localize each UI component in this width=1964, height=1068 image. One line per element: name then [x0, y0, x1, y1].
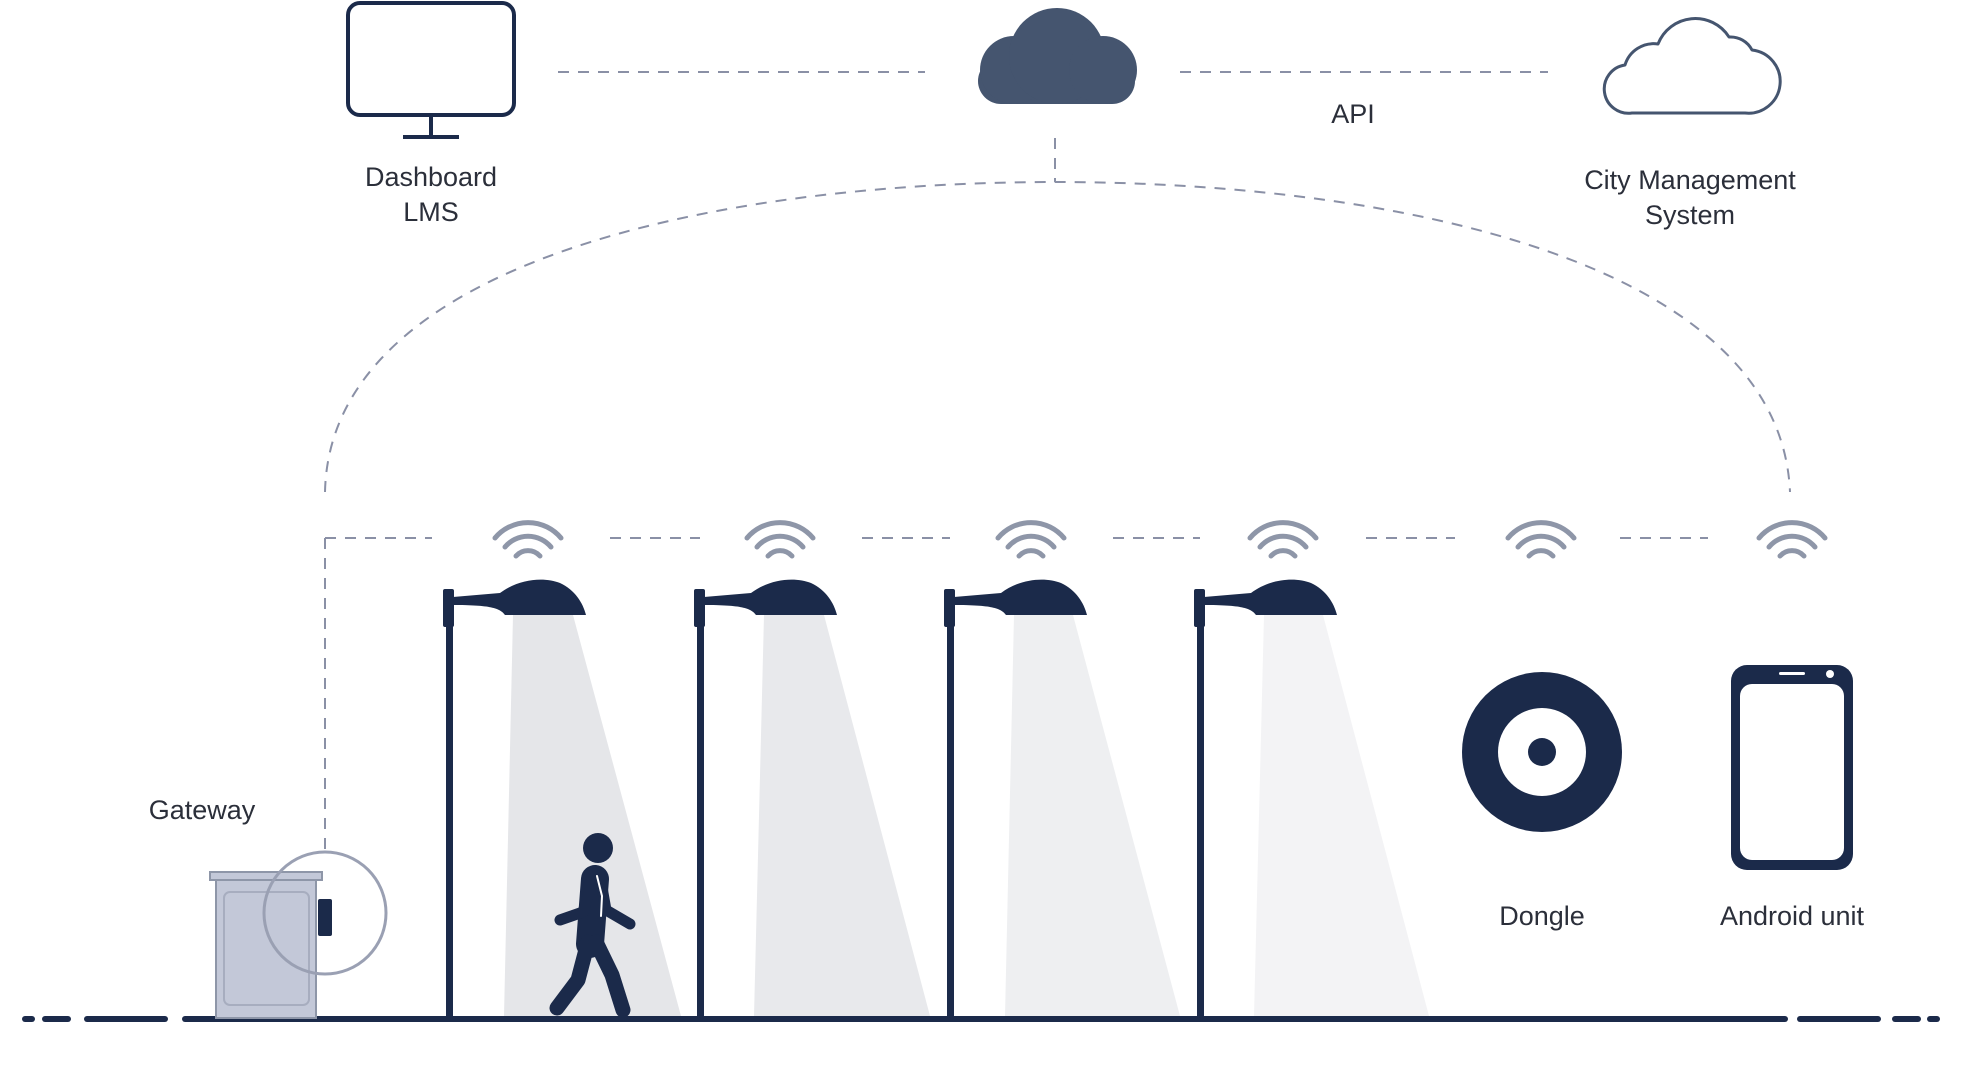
- dashboard-label: Dashboard LMS: [331, 160, 531, 230]
- monitor-icon: [346, 1, 516, 139]
- wireless-signals: [495, 523, 1825, 556]
- streetlight-icon: [944, 579, 1087, 1019]
- cloud-connections: [324, 71, 1791, 493]
- dongle-icon: [1462, 672, 1622, 832]
- pedestrian-icon: [549, 833, 636, 1018]
- smartphone-icon: [1731, 665, 1853, 870]
- city-management-label-line1: City Management: [1584, 165, 1796, 195]
- wireless-signal-icon: [495, 523, 561, 556]
- dashboard-label-line1: Dashboard: [364, 162, 498, 192]
- light-beams: [504, 615, 1429, 1016]
- wireless-signal-icon: [998, 523, 1064, 556]
- gateway-label: Gateway: [148, 795, 256, 825]
- cloud-icon: [978, 8, 1137, 104]
- wireless-signal-icon: [1759, 523, 1825, 556]
- light-beam: [1254, 615, 1429, 1016]
- wireless-signal-icon: [747, 523, 813, 556]
- network-arch: [324, 180, 1791, 493]
- dashboard-label-line2: LMS: [403, 197, 459, 227]
- api-label: API: [1331, 99, 1375, 129]
- gateway-links: [324, 537, 1708, 850]
- light-beam: [754, 615, 930, 1016]
- streetlight-icon: [1194, 579, 1337, 1019]
- streetlight-icon: [694, 579, 837, 1019]
- light-beam: [1005, 615, 1180, 1016]
- streetlight-icon: [443, 579, 586, 1019]
- wireless-signal-icon: [1250, 523, 1316, 556]
- light-beam: [504, 615, 681, 1016]
- android-unit-label: Android unit: [1719, 901, 1865, 931]
- city-management-label-line2: System: [1644, 200, 1736, 230]
- cloud-outline-icon: [1602, 17, 1782, 115]
- city-management-label: City Management System: [1540, 163, 1840, 233]
- dongle-label: Dongle: [1499, 901, 1585, 931]
- wireless-signal-icon: [1508, 523, 1574, 556]
- gateway-zoom-ring: [262, 850, 388, 976]
- gateway-cabinet-icon: [209, 850, 388, 1019]
